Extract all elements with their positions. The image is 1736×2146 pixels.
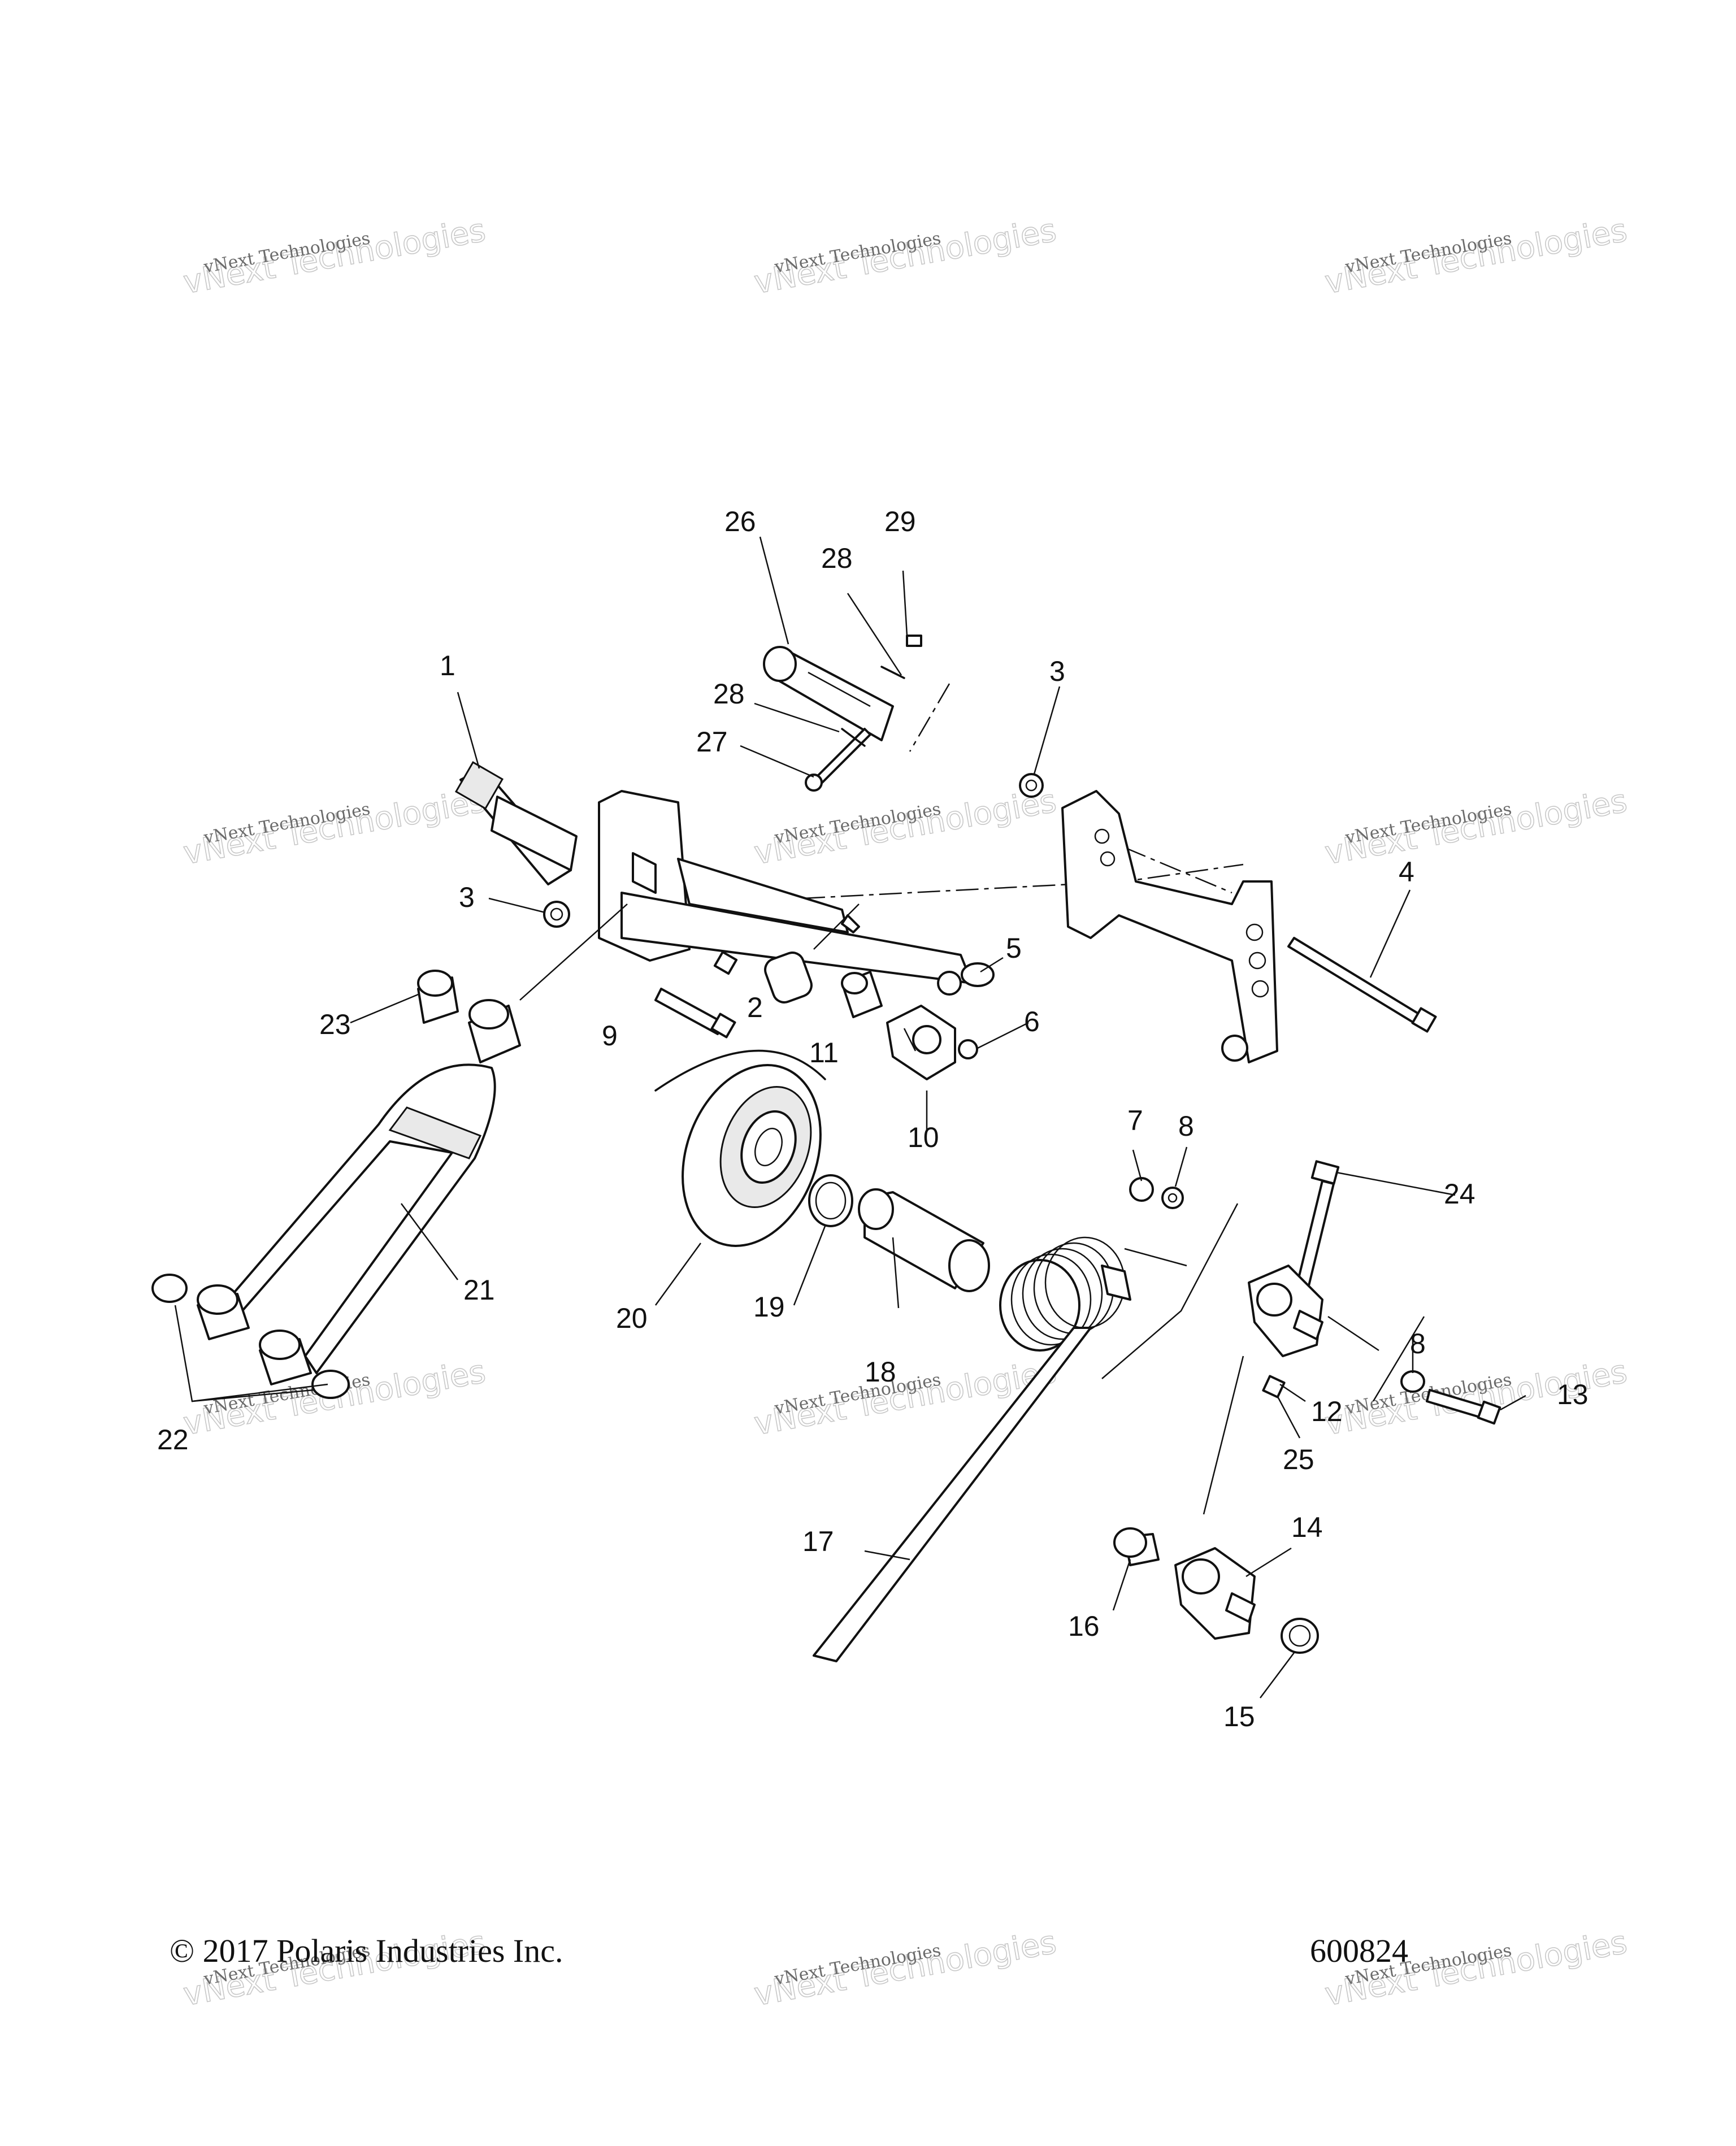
- callout-22: 22: [157, 1424, 189, 1456]
- footer: © 2017 Polaris Industries Inc. 600824: [170, 1932, 1408, 1969]
- part-23-bushings: [417, 970, 521, 1063]
- callout-15: 15: [1223, 1701, 1255, 1732]
- diagram-number: 600824: [1310, 1932, 1408, 1969]
- part-16-bushing: [1113, 1527, 1160, 1566]
- callout-24: 24: [1444, 1178, 1475, 1210]
- part-3-nut-upper: [1019, 773, 1044, 798]
- part-21-a-arm: [222, 1063, 496, 1374]
- callout-28-upper: 28: [821, 542, 853, 574]
- part-6-washer: [958, 1039, 978, 1059]
- watermark: vNext Technologies vNext Technologies: [180, 211, 489, 302]
- callout-29: 29: [884, 506, 916, 537]
- part-3-nut-left: [543, 901, 570, 928]
- part-19-ring: [808, 1174, 853, 1227]
- part-1-rear-axle-assembly: [454, 761, 995, 1004]
- copyright-notice: © 2017 Polaris Industries Inc.: [170, 1932, 563, 1969]
- part-28-clip: [841, 666, 905, 747]
- callout-27: 27: [696, 726, 728, 758]
- callout-16: 16: [1068, 1610, 1100, 1642]
- part-12-adjustment-cam: [1248, 1265, 1323, 1357]
- part-7-nut: [1129, 1177, 1154, 1202]
- part-9-bolt: [654, 988, 736, 1039]
- part-27-pin: [805, 728, 871, 792]
- callout-20: 20: [616, 1302, 648, 1334]
- part-14-adjustment-cam: [1174, 1547, 1256, 1640]
- callout-9: 9: [602, 1020, 618, 1052]
- callouts: 1 26 29 28 28 27 3 3 4 5 6 2 9 11 10 23 …: [157, 506, 1589, 1732]
- callout-28-lower: 28: [713, 678, 745, 710]
- callout-14: 14: [1291, 1511, 1323, 1543]
- part-17-torsion-spring: [813, 1236, 1131, 1662]
- part-20-idler-wheel: [654, 1049, 826, 1247]
- callout-5: 5: [1006, 932, 1022, 964]
- callout-2: 2: [747, 992, 763, 1023]
- part-25-fitting: [1262, 1375, 1286, 1398]
- part-2-fitting: [713, 950, 738, 975]
- callout-18: 18: [865, 1356, 896, 1388]
- watermark: vNext Technologies vNext Technologies: [1322, 782, 1630, 872]
- callout-17: 17: [802, 1526, 834, 1557]
- part-18-sleeve: [858, 1188, 990, 1292]
- part-15-bushing: [1281, 1618, 1319, 1654]
- callout-3-upper: 3: [1049, 655, 1065, 687]
- callout-11: 11: [809, 1037, 839, 1068]
- callout-19: 19: [753, 1291, 785, 1323]
- watermark: vNext Technologies vNext Technologies: [751, 1923, 1060, 2014]
- callout-4: 4: [1399, 856, 1414, 888]
- part-26-tube: [763, 646, 894, 741]
- callout-13: 13: [1557, 1379, 1589, 1410]
- watermark: vNext Technologies vNext Technologies: [180, 782, 489, 872]
- leader-lines: [174, 536, 1526, 1698]
- part-11-bushing: [841, 971, 883, 1018]
- part-10-adjuster: [886, 1005, 956, 1080]
- callout-21: 21: [463, 1274, 495, 1306]
- part-8-washer-lower: [1400, 1370, 1425, 1393]
- callout-8-lower: 8: [1410, 1328, 1426, 1359]
- callout-3-left: 3: [459, 881, 475, 913]
- part-4-bolt: [1287, 937, 1437, 1033]
- callout-10: 10: [908, 1122, 939, 1153]
- callout-1: 1: [440, 650, 455, 681]
- callout-7: 7: [1127, 1105, 1143, 1136]
- callout-8-upper: 8: [1178, 1110, 1194, 1142]
- watermark: vNext Technologies vNext Technologies: [751, 782, 1060, 872]
- callout-12: 12: [1311, 1396, 1343, 1427]
- watermark: vNext Technologies vNext Technologies: [1322, 211, 1630, 302]
- callout-23: 23: [319, 1009, 351, 1040]
- part-13-bolt: [1426, 1389, 1501, 1425]
- part-8-washer-upper: [1161, 1187, 1184, 1209]
- callout-6: 6: [1024, 1006, 1040, 1037]
- part-29-clip: [906, 635, 922, 647]
- guide-lines: [519, 903, 1425, 1515]
- callout-26: 26: [724, 506, 756, 537]
- bracket: [1061, 790, 1278, 1063]
- callout-25: 25: [1283, 1444, 1314, 1475]
- part-22-bushings: [151, 1274, 350, 1399]
- watermark: vNext Technologies vNext Technologies: [751, 211, 1060, 302]
